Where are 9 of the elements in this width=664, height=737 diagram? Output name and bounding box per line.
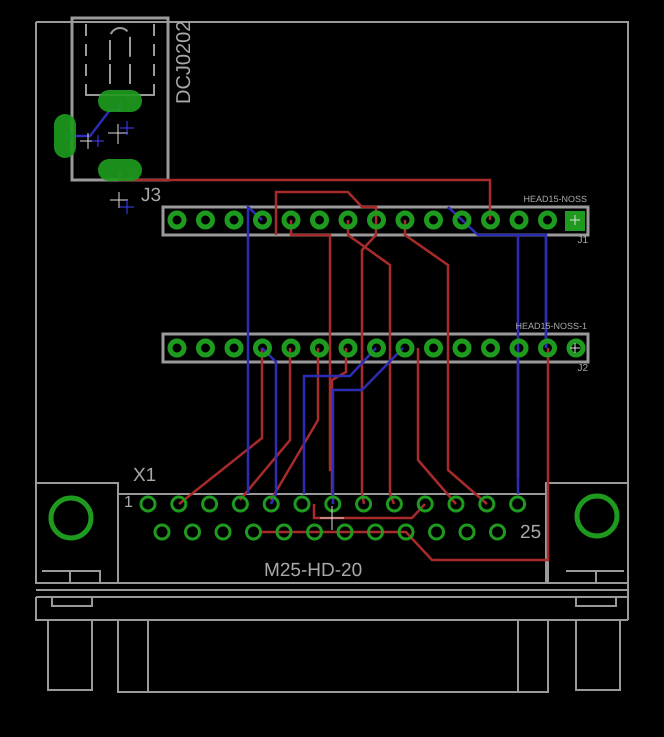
silkscreen-label: HEAD15-NOSS <box>523 195 587 204</box>
silkscreen-label: J1 <box>577 236 588 246</box>
silkscreen-label: J2 <box>577 364 588 374</box>
component-label: DCJ0202 <box>174 20 194 104</box>
silkscreen-label: X1 <box>133 466 156 485</box>
silkscreen-label: M25-HD-20 <box>264 561 362 580</box>
silkscreen-label: J3 <box>141 186 162 205</box>
silkscreen-label: 25 <box>520 523 542 542</box>
silkscreen-label: 1 <box>124 495 133 511</box>
